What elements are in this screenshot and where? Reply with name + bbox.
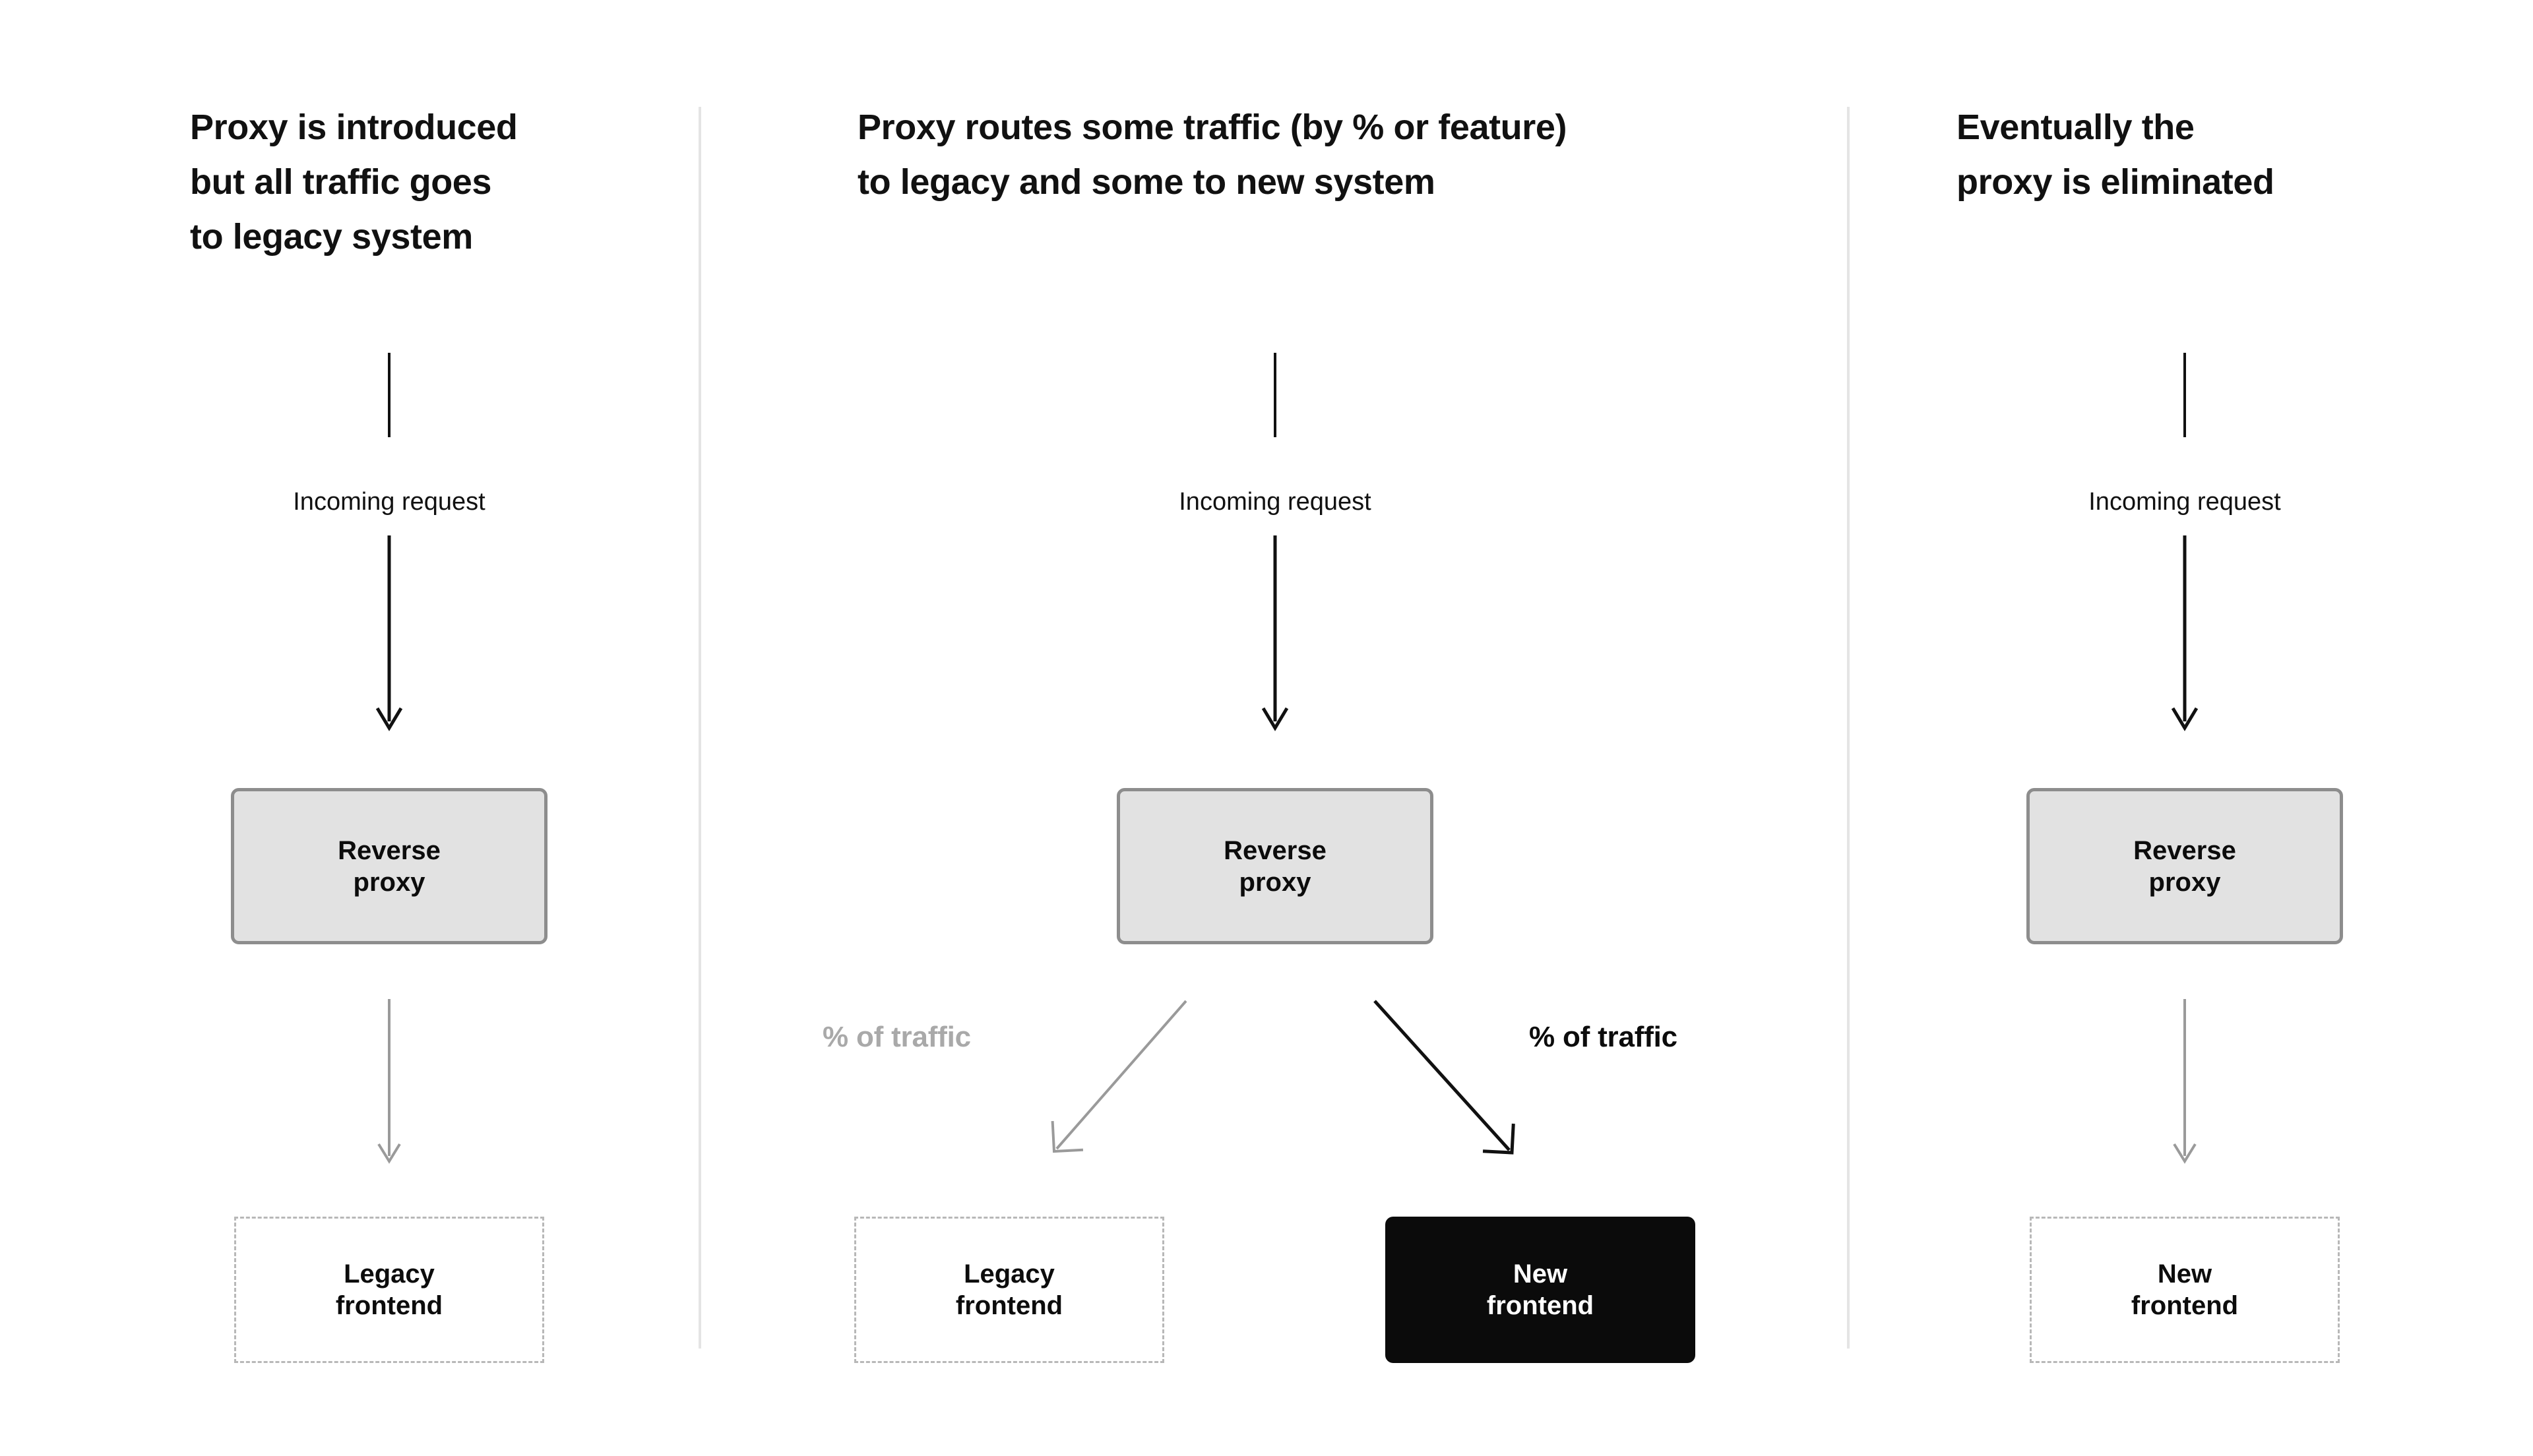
incoming-stem-col-1 xyxy=(388,353,391,437)
incoming-request-label-col-2: Incoming request xyxy=(1179,488,1371,516)
arrow-to-new-frontend-col-2 xyxy=(1359,989,1537,1167)
incoming-request-label-col-1: Incoming request xyxy=(293,488,485,516)
arrow-to-proxy-col-1 xyxy=(369,535,409,733)
new-frontend-box-col-2[interactable]: New frontend xyxy=(1385,1217,1695,1363)
incoming-stem-col-2 xyxy=(1274,353,1276,437)
arrow-to-legacy-frontend-col-1 xyxy=(369,999,409,1167)
reverse-proxy-box-col-2[interactable]: Reverse proxy xyxy=(1117,788,1433,944)
arrow-to-proxy-col-3 xyxy=(2165,535,2205,733)
reverse-proxy-box-col-3[interactable]: Reverse proxy xyxy=(2026,788,2343,944)
arrow-to-legacy-frontend-col-2 xyxy=(1036,989,1207,1167)
arrow-to-new-frontend-col-3 xyxy=(2165,999,2205,1167)
legacy-frontend-box-col-2[interactable]: Legacy frontend xyxy=(854,1217,1164,1363)
column-1-heading: Proxy is introduced but all traffic goes… xyxy=(190,107,518,257)
legacy-frontend-box-col-1[interactable]: Legacy frontend xyxy=(234,1217,544,1363)
incoming-stem-col-3 xyxy=(2183,353,2186,437)
column-3-heading: Eventually the proxy is eliminated xyxy=(1956,107,2274,202)
reverse-proxy-box-col-1[interactable]: Reverse proxy xyxy=(231,788,547,944)
traffic-label-new-col-2: % of traffic xyxy=(1529,1021,1677,1053)
arrow-to-proxy-col-2 xyxy=(1255,535,1295,733)
column-divider-2 xyxy=(1847,107,1850,1349)
new-frontend-box-col-3[interactable]: New frontend xyxy=(2030,1217,2340,1363)
traffic-label-legacy-col-2: % of traffic xyxy=(823,1021,971,1053)
incoming-request-label-col-3: Incoming request xyxy=(2088,488,2281,516)
column-divider-1 xyxy=(699,107,701,1349)
column-2-heading: Proxy routes some traffic (by % or featu… xyxy=(858,107,1567,202)
